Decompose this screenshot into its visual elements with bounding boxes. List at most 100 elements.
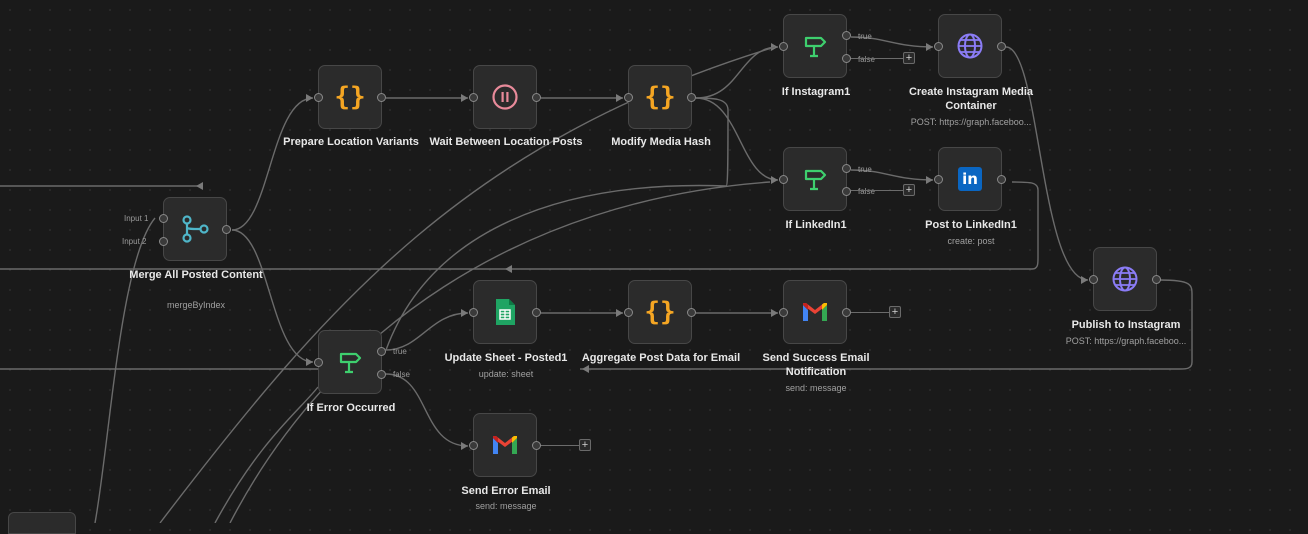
input-port[interactable] <box>469 441 478 450</box>
linkedin-icon: in <box>953 162 987 196</box>
true-output-port[interactable] <box>842 164 851 173</box>
false-branch-label: false <box>858 55 875 64</box>
input-port[interactable] <box>779 308 788 317</box>
node-title: Send Success Email Notification <box>762 352 870 378</box>
node-subtitle: POST: https://graph.faceboo... <box>1065 336 1187 346</box>
offscreen-node[interactable] <box>8 512 76 534</box>
node-modify-media-hash[interactable]: {} <box>624 65 696 129</box>
code-braces-icon: {} <box>644 297 676 327</box>
input-port[interactable] <box>779 42 788 51</box>
input-port[interactable] <box>1089 275 1098 284</box>
node-title: Prepare Location Variants <box>283 136 419 148</box>
node-subtitle: mergeByIndex <box>166 300 226 310</box>
input-port[interactable] <box>624 93 633 102</box>
output-port[interactable] <box>532 93 541 102</box>
add-node-button[interactable]: + <box>903 52 915 64</box>
add-node-button[interactable]: + <box>889 306 901 318</box>
signpost-icon <box>798 29 832 63</box>
arrow-icon <box>771 176 778 184</box>
output-port[interactable] <box>1152 275 1161 284</box>
arrow-icon <box>1081 276 1088 284</box>
pause-icon <box>488 80 522 114</box>
node-if-error-occurred[interactable] <box>314 330 386 394</box>
input-port[interactable] <box>314 93 323 102</box>
input-port[interactable] <box>624 308 633 317</box>
arrow-icon <box>196 182 203 190</box>
output-port[interactable] <box>222 225 231 234</box>
node-merge-all-posted-content[interactable] <box>159 197 231 261</box>
node-if-linkedin[interactable] <box>779 147 851 211</box>
globe-icon <box>953 29 987 63</box>
input-port[interactable] <box>934 175 943 184</box>
node-title: Publish to Instagram <box>1071 319 1181 331</box>
input-port-1[interactable] <box>159 214 168 223</box>
true-output-port[interactable] <box>842 31 851 40</box>
input-port-2[interactable] <box>159 237 168 246</box>
node-title: Wait Between Location Posts <box>429 136 583 148</box>
add-node-button[interactable]: + <box>579 439 591 451</box>
false-output-port[interactable] <box>842 187 851 196</box>
input-port[interactable] <box>469 308 478 317</box>
node-if-instagram[interactable] <box>779 14 851 78</box>
true-output-port[interactable] <box>377 347 386 356</box>
output-stub <box>851 312 889 313</box>
false-branch-stub <box>851 190 903 191</box>
true-branch-label: true <box>393 347 407 356</box>
wire-bottom-to-merge-input1 <box>94 217 156 523</box>
arrow-icon <box>616 309 623 317</box>
node-title: Send Error Email <box>461 485 551 497</box>
code-braces-icon: {} <box>644 82 676 112</box>
node-aggregate-post-data[interactable]: {} <box>624 280 696 344</box>
gmail-icon <box>488 428 522 462</box>
node-send-success-email[interactable] <box>779 280 851 344</box>
output-stub <box>541 445 579 446</box>
gmail-icon <box>798 295 832 329</box>
node-title: Create Instagram Media Container <box>908 86 1034 112</box>
signpost-icon <box>798 162 832 196</box>
output-port[interactable] <box>532 308 541 317</box>
node-prepare-location-variants[interactable]: {} <box>314 65 386 129</box>
node-send-error-email[interactable] <box>469 413 541 477</box>
false-branch-stub <box>851 58 903 59</box>
output-port[interactable] <box>687 308 696 317</box>
node-title: If Error Occurred <box>306 402 396 414</box>
output-port[interactable] <box>377 93 386 102</box>
output-port[interactable] <box>842 308 851 317</box>
output-port[interactable] <box>997 42 1006 51</box>
input-port[interactable] <box>934 42 943 51</box>
node-title: Post to LinkedIn1 <box>925 219 1017 231</box>
node-title: Modify Media Hash <box>611 136 711 148</box>
google-sheets-icon <box>488 295 522 329</box>
input-port[interactable] <box>779 175 788 184</box>
output-port[interactable] <box>532 441 541 450</box>
input-port[interactable] <box>314 358 323 367</box>
node-subtitle: send: message <box>475 501 537 511</box>
false-branch-label: false <box>393 370 410 379</box>
wire-merge-to-prepare <box>231 97 314 231</box>
node-post-to-linkedin[interactable]: in <box>934 147 1006 211</box>
node-update-sheet-posted[interactable] <box>469 280 541 344</box>
node-publish-to-instagram[interactable] <box>1089 247 1161 311</box>
arrow-icon <box>926 176 933 184</box>
output-port[interactable] <box>997 175 1006 184</box>
node-create-instagram-media-container[interactable] <box>934 14 1006 78</box>
arrow-icon <box>306 94 313 102</box>
node-wait-between-location-posts[interactable] <box>469 65 541 129</box>
arrow-icon <box>461 442 468 450</box>
input-port[interactable] <box>469 93 478 102</box>
node-subtitle: update: sheet <box>478 369 534 379</box>
arrow-icon <box>771 43 778 51</box>
false-output-port[interactable] <box>377 370 386 379</box>
arrow-icon <box>505 265 512 273</box>
add-node-button[interactable]: + <box>903 184 915 196</box>
output-port[interactable] <box>687 93 696 102</box>
node-subtitle: POST: https://graph.faceboo... <box>910 117 1032 127</box>
node-title: If LinkedIn1 <box>785 219 847 231</box>
merge-icon <box>178 212 212 246</box>
node-subtitle: send: message <box>785 383 847 393</box>
true-branch-label: true <box>858 165 872 174</box>
node-title: Merge All Posted Content <box>129 269 263 281</box>
wire-if-error-true <box>385 312 469 351</box>
false-output-port[interactable] <box>842 54 851 63</box>
